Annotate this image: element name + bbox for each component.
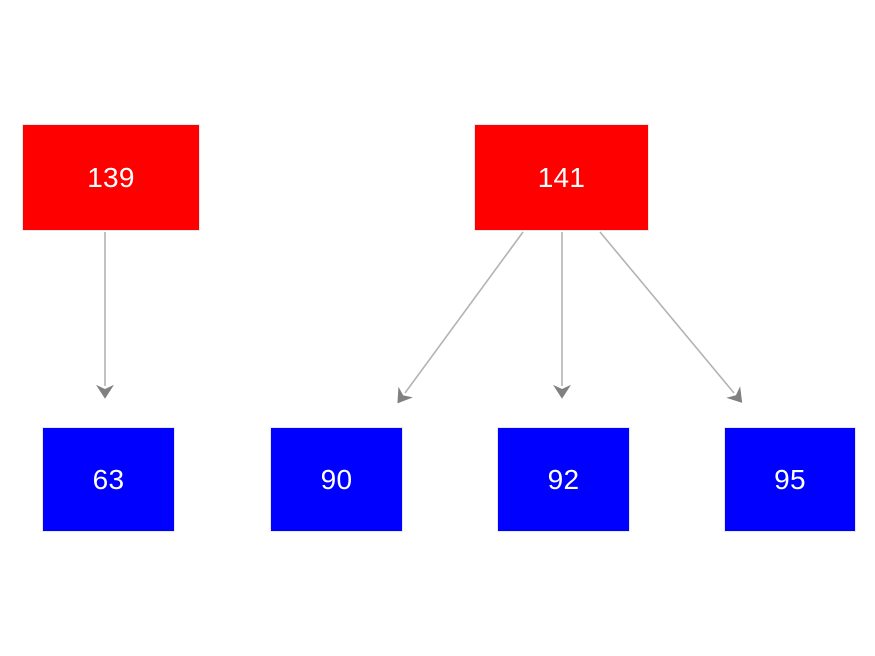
node-63[interactable]: 63 [42,427,175,532]
node-label: 139 [87,161,135,193]
node-139[interactable]: 139 [22,124,200,231]
edge-group [96,231,743,404]
node-label: 141 [537,161,586,193]
node-141[interactable]: 141 [474,124,649,231]
node-label: 90 [320,463,353,495]
node-label: 95 [774,463,806,495]
node-92[interactable]: 92 [497,427,630,532]
edge-141-to-95 [599,231,743,403]
node-label: 92 [547,463,580,495]
edge-141-to-90 [397,231,524,404]
node-95[interactable]: 95 [724,427,856,532]
node-90[interactable]: 90 [270,427,403,532]
node-label: 63 [92,463,125,495]
